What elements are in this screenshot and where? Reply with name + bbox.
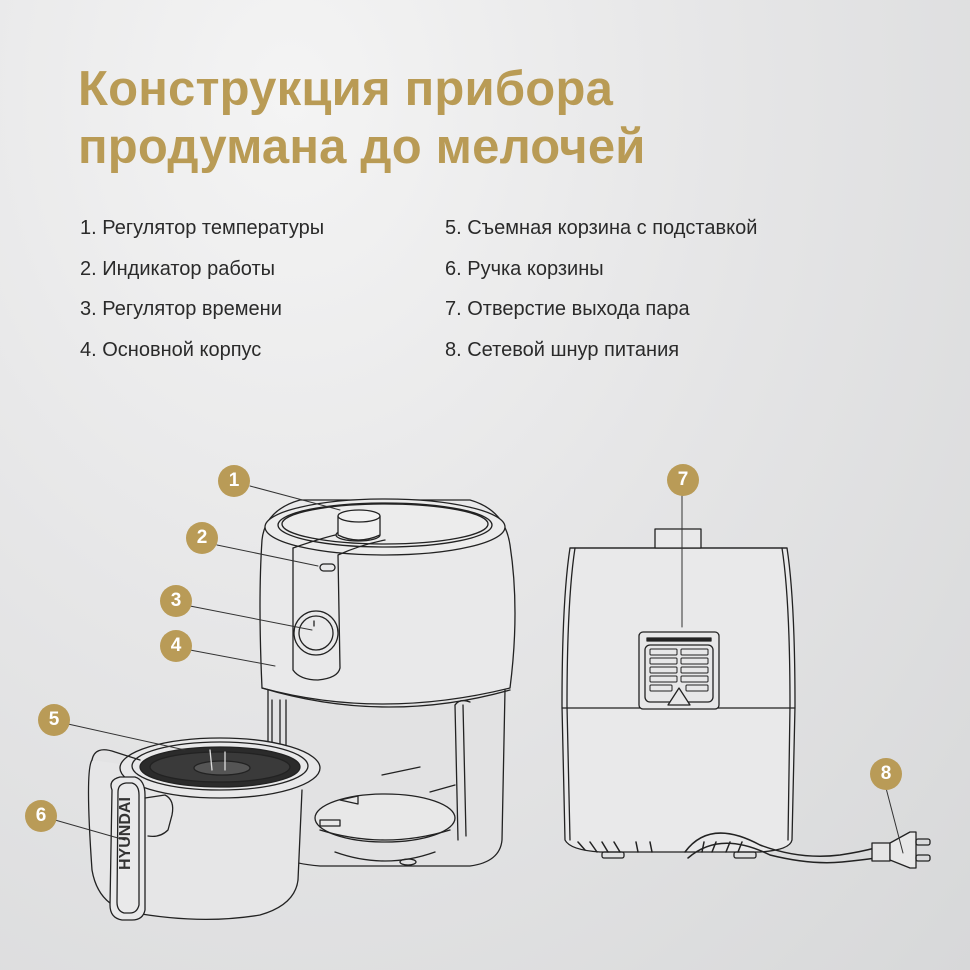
part-item-8: 8. Сетевой шнур питания: [445, 338, 680, 361]
parts-list-left: 1. Регулятор температуры 2. Индикатор ра…: [80, 214, 324, 376]
back-unit: [561, 528, 931, 869]
brand-text: HYUNDAI: [117, 797, 134, 870]
parts-list-right: 5. Съемная корзина с подставкой 6. Ручка…: [445, 214, 757, 376]
callout-leaders: [54, 485, 904, 854]
front-unit-body: [259, 498, 516, 867]
callout-badge-3: 3: [160, 585, 192, 617]
part-item-7: 7. Отверстие выхода пара: [445, 298, 690, 320]
callout-badge-6: 6: [25, 800, 57, 832]
callout-badge-8: 8: [870, 758, 902, 790]
part-item-4: 4. Основной корпус: [80, 338, 262, 361]
part-item-6: 6. Ручка корзины: [445, 257, 604, 280]
title-line-2: продумана до мелочей: [78, 120, 646, 174]
part-item-1: 1. Регулятор температуры: [80, 217, 325, 239]
basket: [87, 737, 321, 921]
callout-badge-4: 4: [160, 630, 192, 662]
title-line-1: Конструкция прибора: [78, 62, 614, 116]
callout-badge-1: 1: [218, 465, 250, 497]
part-item-3: 3. Регулятор времени: [80, 298, 282, 320]
callout-badge-5: 5: [38, 704, 70, 736]
part-item-2: 2. Индикатор работы: [80, 257, 276, 280]
part-item-5: 5. Съемная корзина с подставкой: [445, 217, 758, 239]
page-title: Конструкция прибора продумана до мелочей: [78, 60, 646, 176]
callout-badge-7: 7: [667, 464, 699, 496]
callout-badge-2: 2: [186, 522, 218, 554]
